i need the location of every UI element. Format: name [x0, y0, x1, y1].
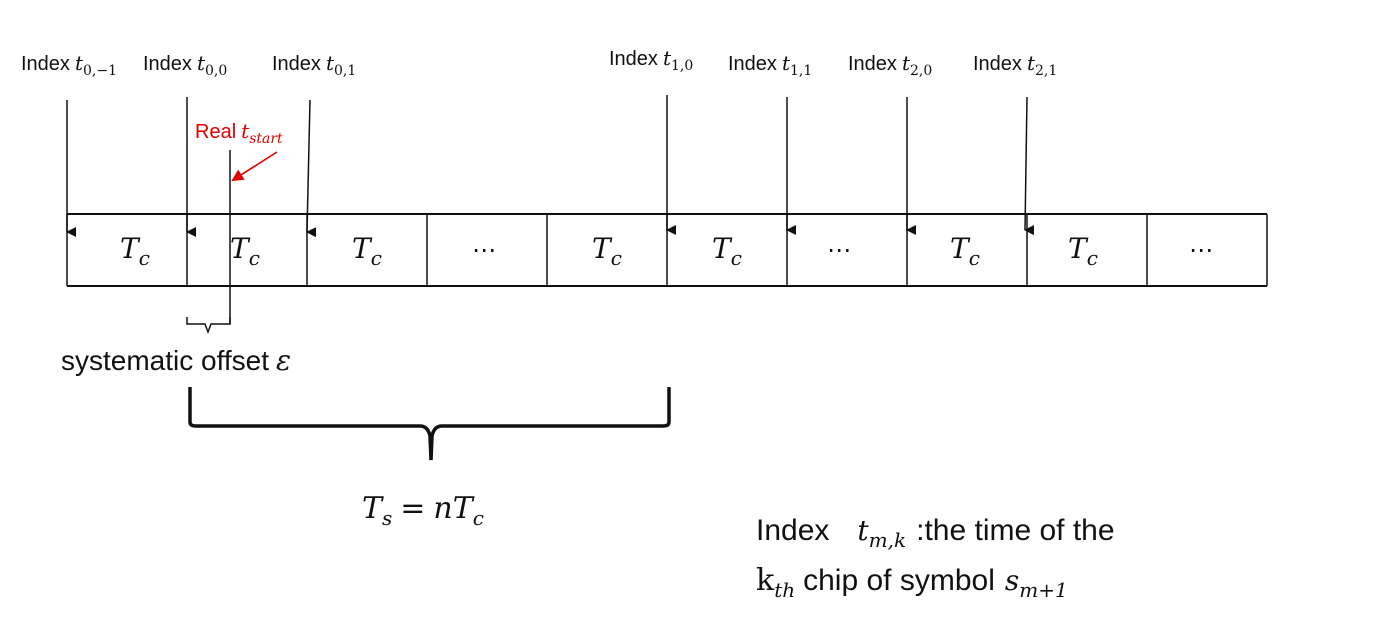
- chip-cell-5: Tc: [712, 232, 742, 270]
- symbol-brace: [188, 387, 671, 461]
- chip-cell-9: ⋯: [1189, 236, 1213, 264]
- svg-text:Tc: Tc: [1068, 232, 1098, 270]
- chip-cell-4: Tc: [592, 232, 622, 270]
- index-arrow-6: [1024, 96, 1035, 236]
- chip-cell-8: Tc: [1068, 232, 1098, 270]
- chip-cell-7: Tc: [950, 232, 980, 270]
- svg-text:Tc: Tc: [120, 232, 150, 270]
- index-arrow-2: [306, 99, 317, 238]
- svg-text:Tc: Tc: [352, 232, 382, 270]
- chip-cell-6: ⋯: [827, 236, 851, 264]
- real-start-arrow: [231, 151, 278, 182]
- offset-brace: [186, 317, 231, 335]
- chip-cell-0: Tc: [120, 232, 150, 270]
- svg-text:Tc: Tc: [712, 232, 742, 270]
- chip-cell-2: Tc: [352, 232, 382, 270]
- svg-text:⋯: ⋯: [1189, 236, 1213, 264]
- symbol-period-equation: Ts=nTc: [362, 491, 484, 530]
- svg-text:Tc: Tc: [950, 232, 980, 270]
- svg-text:⋯: ⋯: [472, 236, 496, 264]
- svg-text:Tc: Tc: [230, 232, 260, 270]
- chip-cell-1: Tc: [230, 232, 260, 270]
- svg-text:⋯: ⋯: [827, 236, 851, 264]
- chip-cell-3: ⋯: [472, 236, 496, 264]
- svg-text:Tc: Tc: [592, 232, 622, 270]
